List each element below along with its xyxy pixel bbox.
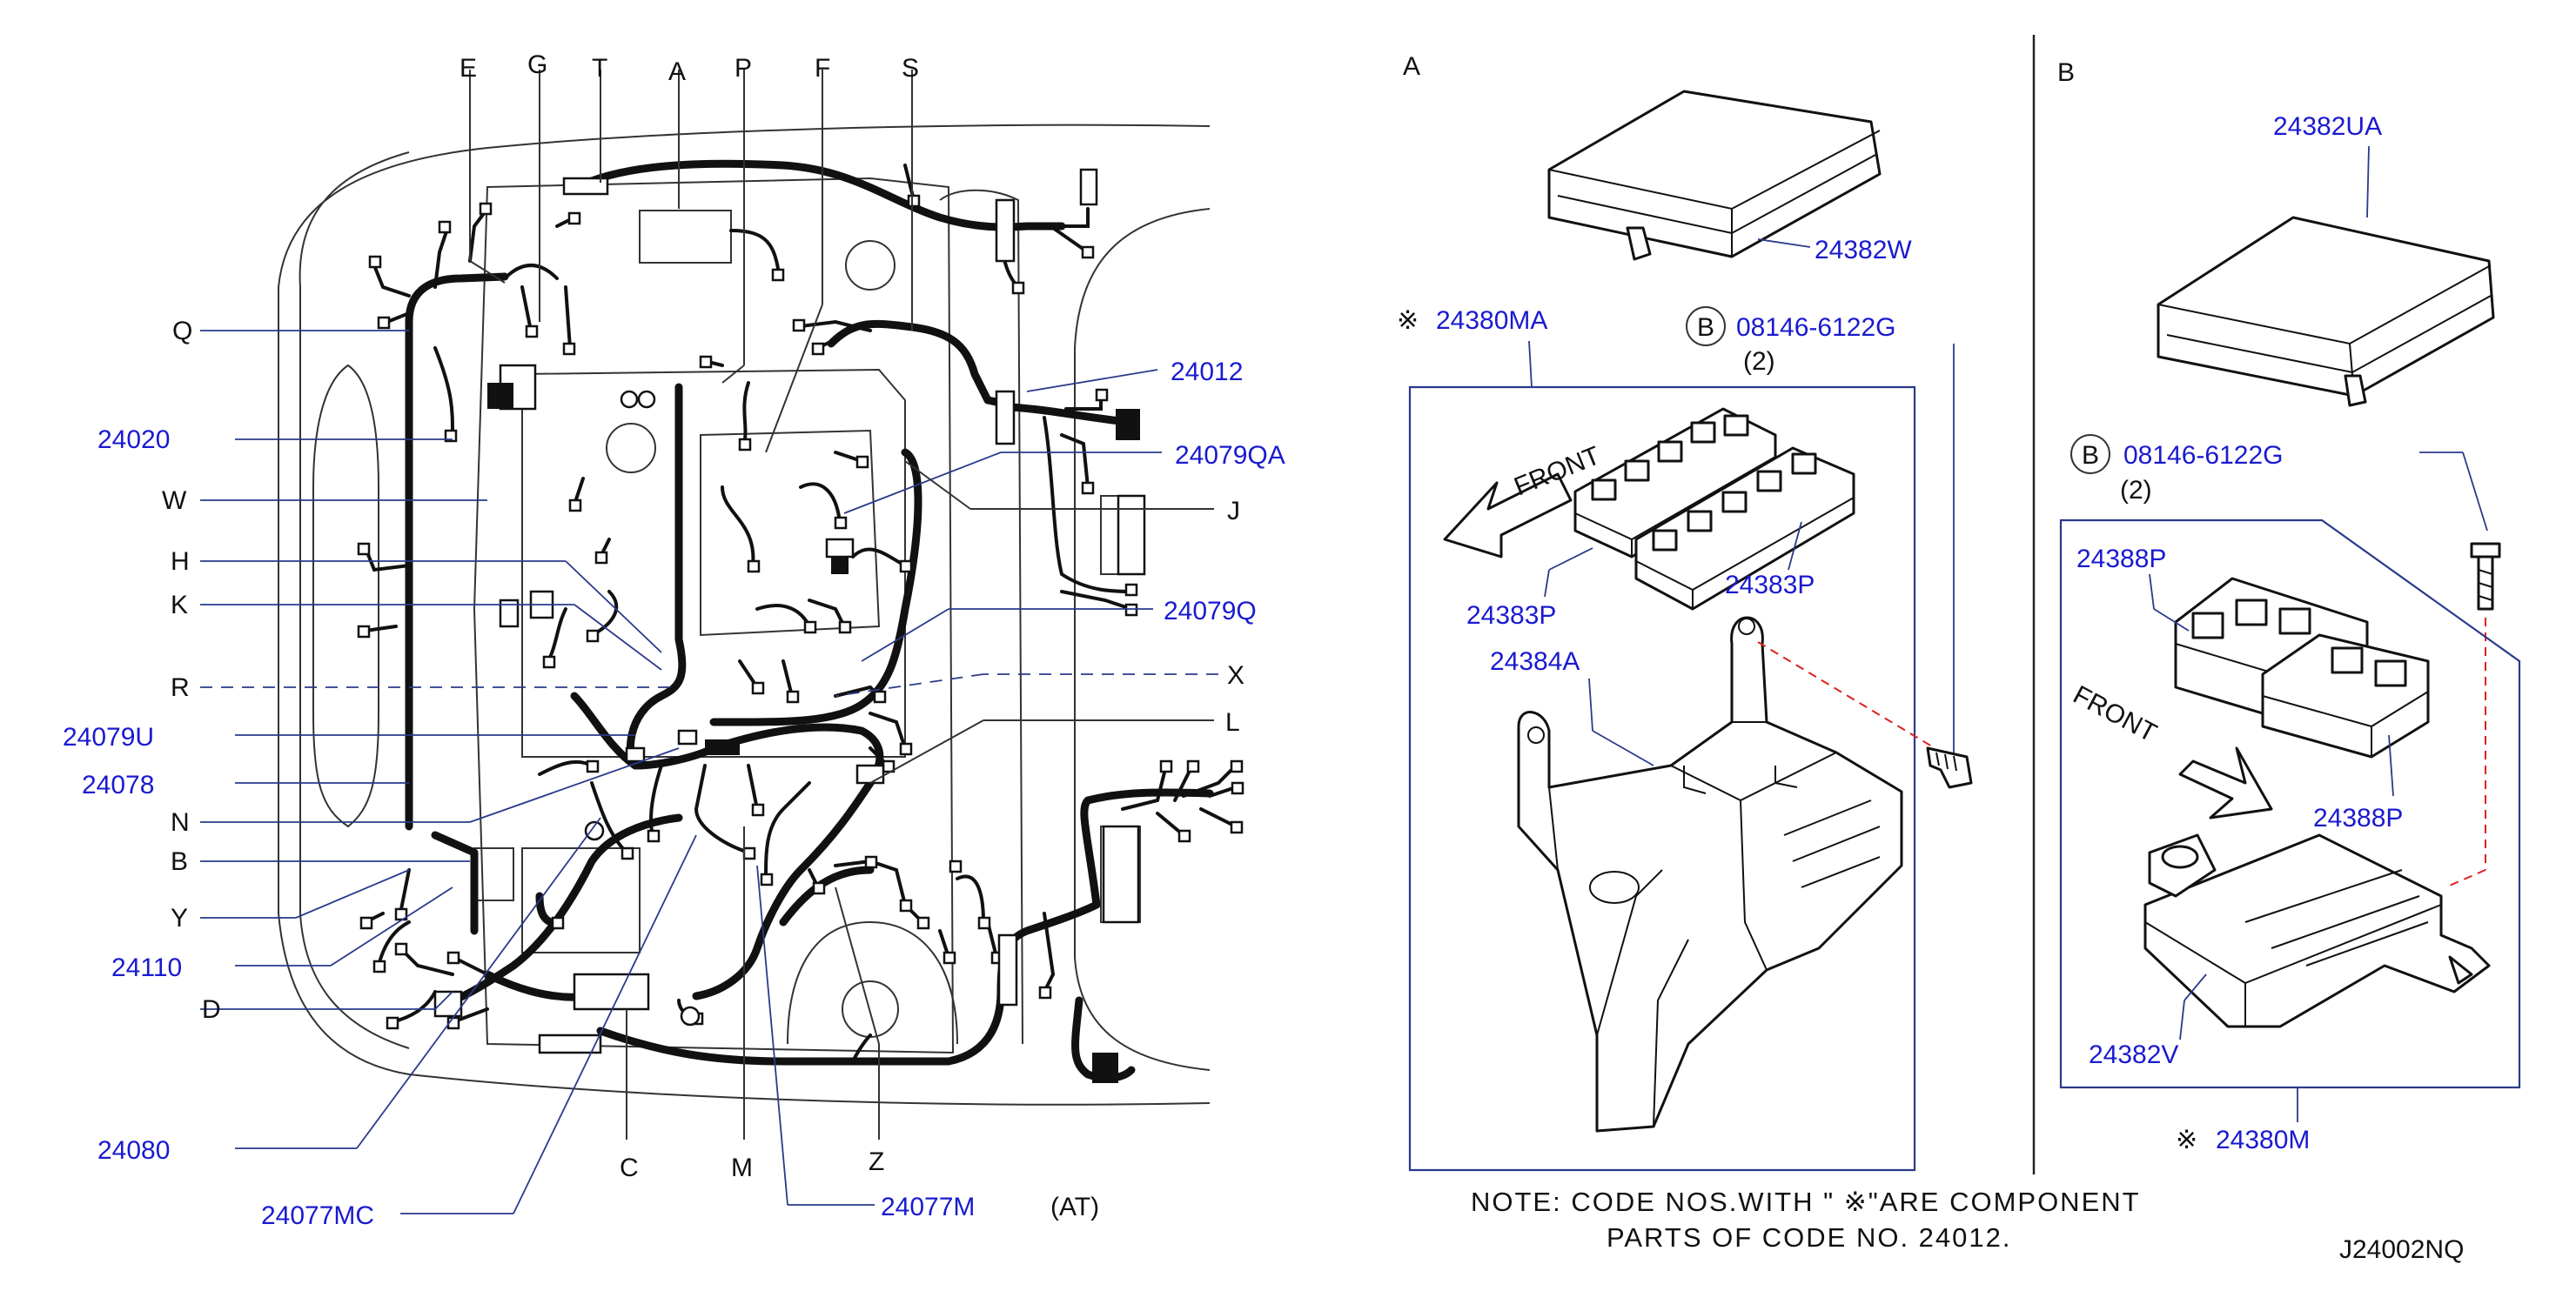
engine-room-outline [278,124,1211,1106]
fuse-box-tray-b [2143,833,2491,1028]
code-24079u: 24079U [63,723,154,752]
code-24382ua: 24382UA [2273,112,2382,141]
section-b-title: B [2057,58,2075,87]
code-24110: 24110 [111,953,182,982]
section-a: A 24382W ※ 24380MA B 08146-6122G (2) FRO… [1397,52,1973,1172]
code-24380ma: 24380MA [1436,306,1547,335]
label-p: P [735,54,752,83]
kit-frame-b [2059,518,2521,1089]
code-24380m: 24380M [2216,1126,2310,1154]
code-24079q: 24079Q [1164,597,1257,625]
bolt-qty-a: (2) [1743,347,1775,376]
label-y: Y [171,904,188,933]
footnote: NOTE: CODE NOS.WITH " ※"ARE COMPONENT PA… [1471,1187,2464,1264]
bolt-qty-b: (2) [2120,476,2152,505]
left-side-labels: Q 24020 W H K R 24079U 24078 N B Y 24110… [63,317,374,1230]
kit-mark-b: ※ [2176,1126,2197,1154]
code-24080: 24080 [97,1136,170,1165]
bolt-code-a: 08146-6122G [1736,313,1896,342]
at-label: (AT) [1050,1193,1099,1221]
label-k: K [171,591,188,619]
code-24077mc: 24077MC [261,1201,374,1230]
code-24382w: 24382W [1815,236,1912,264]
label-s: S [902,54,919,83]
bolt-code-b: 08146-6122G [2123,441,2284,470]
label-x: X [1227,661,1244,690]
bolt-circle-b-b [2070,434,2110,474]
label-l: L [1225,708,1240,737]
label-a: A [668,57,686,86]
label-m: M [731,1154,753,1182]
note-line-2: PARTS OF CODE NO. 24012. [1607,1222,2012,1253]
code-24388p-lower: 24388P [2313,804,2403,833]
fuse-box-cover-b [2157,216,2495,407]
label-q: Q [172,317,192,345]
bottom-labels: C M Z 24077M (AT) [620,1147,1099,1221]
bolt-alignment-dashed-a [1757,641,1933,747]
bolt-circle-b-a-letter: B [1697,313,1714,342]
code-24079qa: 24079QA [1175,441,1285,470]
bolt-circle-b-b-letter: B [2082,441,2099,470]
harness-connectors [357,168,1244,1083]
label-z: Z [869,1147,884,1176]
kit-mark-a: ※ [1397,306,1419,335]
label-n: N [171,808,190,837]
bolt-circle-b-a [1686,306,1726,346]
branch-wires [364,164,1238,1063]
label-t: T [592,54,607,83]
right-side-labels: 24012 24079QA J 24079Q X L [1164,358,1285,737]
note-line-1: NOTE: CODE NOS.WITH " ※"ARE COMPONENT [1471,1187,2141,1217]
front-label-b: FRONT [2069,680,2162,748]
label-d: D [202,995,221,1024]
label-c: C [620,1154,639,1182]
fuse-box-bracket-a [1517,616,1903,1133]
section-b: B 24382UA B 08146-6122G (2) [2057,58,2521,1154]
kit-frame-a [1408,385,1916,1172]
bolt-alignment-dashed-b2 [2445,869,2486,888]
bolt-a [1926,746,1973,789]
bolt-b [2470,542,2501,611]
fuse-box-cover-a [1547,90,1882,261]
diagram-id: J24002NQ [2339,1235,2464,1264]
label-b: B [171,847,188,876]
code-24388p-upper: 24388P [2076,545,2166,573]
relay-block-a-lower [1634,446,1855,611]
code-24384a: 24384A [1490,647,1580,676]
code-24077m: 24077M [881,1193,975,1221]
label-r: R [171,673,190,702]
label-h: H [171,547,190,576]
label-f: F [815,54,830,83]
code-24012: 24012 [1171,358,1243,386]
label-j: J [1227,497,1240,525]
top-letter-labels: E G T A P F S [460,50,919,86]
label-g: G [527,50,547,79]
relay-block-b-lower [2261,633,2430,759]
label-e: E [460,54,477,83]
harness-bundles [405,159,1214,1082]
leader-lines-left [200,70,1218,1214]
code-24382v: 24382V [2089,1040,2178,1069]
label-w: W [162,486,187,515]
code-24078: 24078 [82,771,154,799]
code-24020: 24020 [97,425,170,454]
code-24383p-lower: 24383P [1466,601,1556,630]
section-a-title: A [1403,52,1420,81]
code-24383p-upper: 24383P [1725,571,1815,599]
